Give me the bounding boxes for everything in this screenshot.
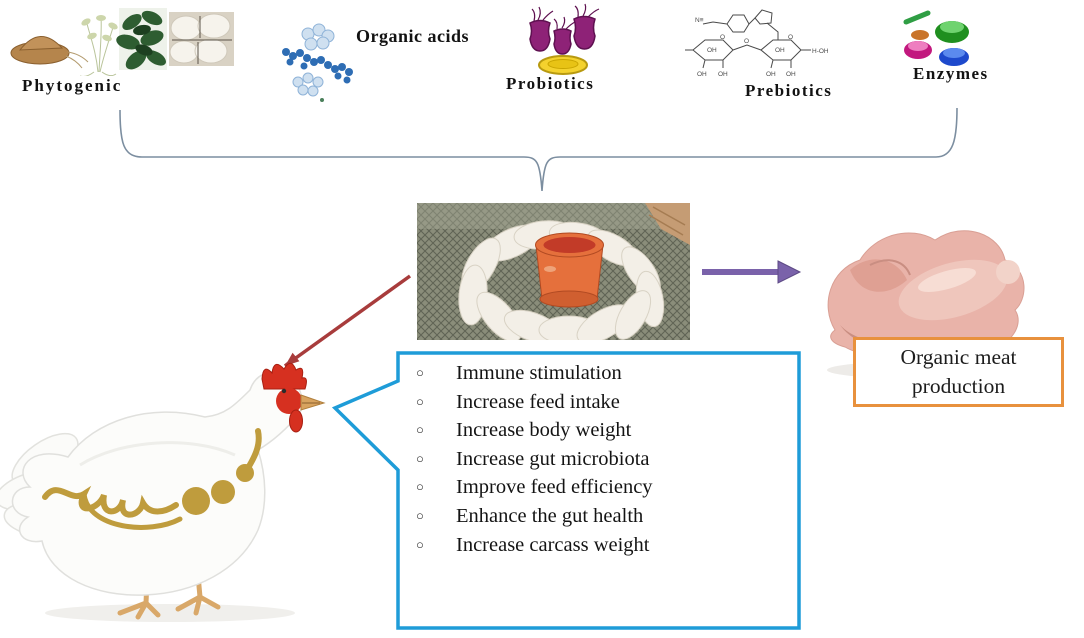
svg-text:O: O <box>744 38 749 45</box>
svg-text:N≡: N≡ <box>695 17 704 24</box>
svg-text:OH: OH <box>718 71 728 78</box>
enzymes-shapes-icon <box>903 10 969 66</box>
svg-text:OH: OH <box>707 47 717 54</box>
svg-text:O: O <box>720 34 725 41</box>
enzymes-label: Enzymes <box>913 64 989 83</box>
svg-text:OH: OH <box>775 47 785 54</box>
benefit-item: ○ Enhance the gut health <box>416 505 802 534</box>
svg-text:O: O <box>788 34 793 41</box>
chickens-feeder-photo <box>417 203 690 340</box>
benefit-item: ○ Increase carcass weight <box>416 534 802 563</box>
phytogenic-label: Phytogenic <box>22 76 123 95</box>
prebiotics-structure-icon: O O O OH OH OH OH H-OH N≡ OH OH <box>685 9 828 78</box>
benefit-text: Immune stimulation <box>456 362 622 384</box>
raw-chicken-carcass-image <box>827 230 1025 379</box>
benefit-item: ○ Increase feed intake <box>416 391 802 420</box>
circle-bullet-icon: ○ <box>416 536 424 552</box>
benefits-list: ○ Immune stimulation ○ Increase feed int… <box>404 360 802 562</box>
benefit-item: ○ Improve feed efficiency <box>416 476 802 505</box>
brace-line <box>119 107 958 192</box>
benefit-item: ○ Increase body weight <box>416 419 802 448</box>
svg-text:OH: OH <box>786 71 796 78</box>
organic-acids-label: Organic acids <box>356 26 469 46</box>
svg-text:OH: OH <box>697 71 707 78</box>
forward-arrow <box>702 260 802 284</box>
svg-text:H-OH: H-OH <box>812 48 828 55</box>
benefit-text: Improve feed efficiency <box>456 476 653 499</box>
benefit-text: Increase gut microbiota <box>456 447 650 470</box>
benefit-text: Enhance the gut health <box>456 504 644 527</box>
circle-bullet-icon: ○ <box>416 507 424 523</box>
probiotics-bacteria-icon <box>529 3 600 75</box>
probiotics-label: Probiotics <box>506 74 595 93</box>
benefits-speech-bubble <box>331 351 801 630</box>
benefit-text: Increase body weight <box>456 419 632 442</box>
organic-meat-production-box: Organic meat production <box>853 337 1064 407</box>
organic-acids-molecule-icon <box>282 23 353 102</box>
svg-text:OH: OH <box>766 71 776 78</box>
organic-meat-production-label: Organic meat production <box>900 345 1017 398</box>
circle-bullet-icon: ○ <box>416 479 424 495</box>
benefit-text: Increase carcass weight <box>456 533 650 556</box>
prebiotics-label: Prebiotics <box>745 81 833 100</box>
circle-bullet-icon: ○ <box>416 365 424 380</box>
phytogenic-herbs-photos-icon <box>10 8 234 76</box>
circle-bullet-icon: ○ <box>416 422 424 438</box>
hen-with-gut-illustration <box>0 362 326 622</box>
circle-bullet-icon: ○ <box>416 393 424 409</box>
benefit-item: ○ Increase gut microbiota <box>416 448 802 477</box>
benefit-text: Increase feed intake <box>456 390 620 413</box>
benefit-item: ○ Immune stimulation <box>416 362 802 391</box>
circle-bullet-icon: ○ <box>416 450 424 466</box>
